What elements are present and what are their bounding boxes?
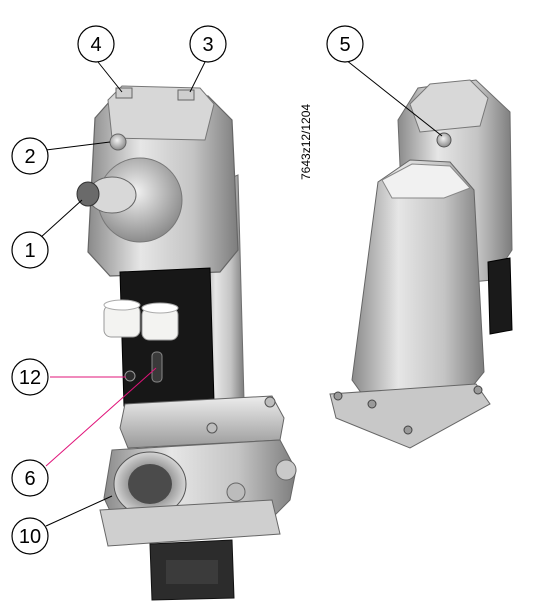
callout-6: 6 [11, 459, 49, 497]
position-indicator-slot [151, 351, 163, 383]
callout-2-label: 2 [24, 146, 35, 168]
callout-1: 1 [11, 231, 49, 269]
callout-1-label: 1 [24, 240, 35, 262]
leader-6 [45, 367, 157, 467]
shaft-end [76, 181, 100, 207]
callout-12-label: 12 [19, 367, 41, 389]
side-plug [226, 482, 246, 502]
left-valve-assembly [76, 85, 297, 601]
callout-3-label: 3 [202, 34, 213, 56]
leader-3 [189, 59, 207, 93]
cover-top [381, 163, 471, 199]
leader-5 [345, 59, 443, 137]
base-plate [329, 383, 491, 449]
rear-connector [487, 257, 513, 335]
callout-2: 2 [11, 137, 49, 175]
callout-5-label: 5 [339, 34, 350, 56]
rear-top-cover [409, 79, 489, 133]
leader-4 [97, 61, 123, 93]
callout-12: 12 [11, 358, 49, 396]
status-led [124, 370, 136, 382]
leader-10 [45, 495, 113, 527]
callout-5: 5 [326, 25, 364, 63]
adjustment-screw [109, 133, 127, 151]
rear-screw [436, 132, 452, 148]
callout-6-label: 6 [24, 468, 35, 490]
callout-4: 4 [77, 25, 115, 63]
leader-2 [45, 141, 111, 151]
cable-gland-left [103, 299, 141, 338]
top-boss-left [115, 87, 133, 99]
leader-1 [39, 199, 83, 239]
adapter-plate [119, 395, 285, 449]
top-boss-right [177, 89, 195, 101]
cover-body [351, 159, 485, 409]
right-valve-assembly [329, 79, 513, 449]
callout-4-label: 4 [90, 34, 101, 56]
callout-10-label: 10 [19, 526, 41, 548]
side-boss [275, 459, 297, 481]
callout-3: 3 [189, 25, 227, 63]
cable-gland-right [141, 302, 179, 341]
callout-10: 10 [11, 517, 49, 555]
bottom-flange [99, 499, 281, 547]
document-code: 7643z12/1204 [299, 104, 313, 180]
leader-lines [39, 59, 443, 527]
